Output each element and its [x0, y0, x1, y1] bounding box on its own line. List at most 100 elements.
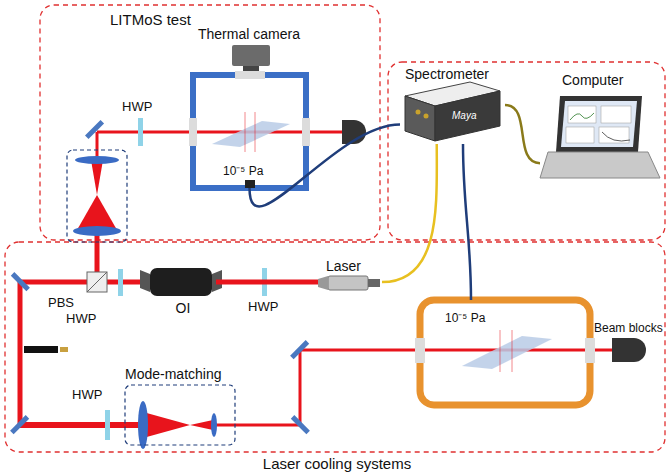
- component-label: Beam blocks: [594, 322, 663, 336]
- illustration-part: [20, 280, 150, 285]
- illustration-part: [87, 272, 107, 292]
- analysis-region: [388, 62, 665, 240]
- illustration-part: [60, 347, 68, 352]
- illustration-part: [299, 350, 302, 425]
- half-wave-plate: [105, 410, 110, 440]
- node-label: Laser cooling systems: [5, 455, 669, 472]
- illustration-part: [140, 270, 150, 292]
- optical-isolator: [150, 268, 212, 296]
- lens: [138, 401, 148, 449]
- region-box: Laser cooling systems OI Laser 10⁻⁵ Pa Mode-…: [5, 242, 669, 472]
- camera-lens: [243, 66, 259, 71]
- fiber-cable: [382, 144, 437, 282]
- chamber-box: 10⁻⁵ Pa: [420, 300, 590, 405]
- illustration-part: [20, 422, 140, 428]
- illustration-part: [190, 420, 213, 430]
- illustration-part: [561, 101, 637, 147]
- mode-matching-group: Mode-matching: [125, 366, 237, 446]
- fiber-port: [245, 180, 255, 188]
- illustration-part: [568, 106, 596, 123]
- fiber-cable: [505, 105, 540, 163]
- pickoff: [24, 346, 58, 353]
- node-label: Thermal camera: [198, 26, 300, 42]
- chamber-box: 10⁻⁵ Pa: [193, 75, 306, 188]
- spectrometer-side: [435, 91, 500, 141]
- vacuum-chamber: [420, 300, 590, 405]
- lens: [75, 156, 119, 164]
- node-label: Laser: [326, 258, 361, 274]
- litmos-region: [40, 5, 380, 240]
- component-label: HWP: [248, 300, 278, 315]
- node-label: LITMoS test: [110, 11, 191, 28]
- camera-label: Thermal camera: [198, 26, 308, 44]
- cooling-region: [5, 242, 665, 452]
- illustration-part: [300, 349, 613, 352]
- illustration-part: [566, 127, 594, 143]
- illustration-part: [368, 279, 380, 287]
- mode-matching-box: [125, 385, 235, 445]
- laser-source: Laser: [318, 258, 382, 294]
- laptop-screen: [556, 96, 642, 152]
- illustration-part: [602, 132, 630, 141]
- illustration-part: [601, 106, 631, 123]
- laser-head: [328, 276, 368, 290]
- beam-block: [612, 338, 646, 362]
- illustration-part: [255, 112, 256, 152]
- node-label: Mode-matching: [125, 366, 222, 382]
- illustration-part: [500, 330, 501, 372]
- fiber-cable: [250, 125, 401, 207]
- laptop-base: [540, 152, 660, 178]
- fiber-cable: [463, 144, 471, 300]
- region-box: LITMoS testThermal camera 10⁻⁵ Pa: [40, 5, 380, 240]
- illustration-part: [95, 232, 100, 272]
- node-label: 10⁻⁵ Pa: [223, 165, 263, 179]
- illustration-part: [18, 282, 23, 425]
- half-wave-plate: [138, 118, 143, 146]
- illustration-part: [599, 127, 629, 143]
- window: [415, 338, 425, 363]
- mirror: [85, 120, 104, 139]
- region-outlines: [5, 5, 665, 452]
- lens: [211, 413, 217, 437]
- illustration-part: [91, 160, 103, 195]
- sample: [462, 336, 552, 369]
- component-label: HWP: [66, 312, 96, 327]
- spectrometer-device: SpectrometerMaya: [400, 66, 505, 144]
- illustration-part: [424, 114, 429, 119]
- node-label: OI: [150, 300, 216, 316]
- laser-beam: [216, 280, 318, 285]
- sample: [212, 121, 290, 147]
- component-label: PBS: [48, 296, 74, 311]
- illustration-part: [570, 113, 594, 120]
- window: [235, 71, 265, 79]
- mirror: [10, 415, 29, 434]
- node-label: 10⁻⁵ Pa: [445, 312, 485, 326]
- component-label: HWP: [122, 100, 152, 115]
- mirror: [291, 415, 310, 434]
- lens: [73, 226, 121, 236]
- half-wave-plate: [118, 269, 123, 296]
- illustration-part: [318, 276, 328, 290]
- polarizing-beam-splitter: [87, 272, 107, 292]
- mirror: [11, 272, 30, 291]
- illustration-part: [512, 330, 513, 372]
- illustration-part: [214, 424, 300, 427]
- illustration-part: [77, 195, 117, 230]
- illustration-part: [96, 132, 99, 160]
- vacuum-chamber: [193, 75, 306, 188]
- thermal-camera: [232, 45, 270, 66]
- component-label: HWP: [72, 388, 102, 403]
- illustration-part: [416, 110, 421, 115]
- window: [302, 118, 310, 146]
- mirror: [290, 340, 309, 359]
- isolator-box: OI: [150, 266, 216, 318]
- window: [585, 338, 595, 363]
- illustration-part: [143, 412, 190, 438]
- window: [189, 118, 197, 146]
- node-label: Spectrometer: [405, 66, 489, 82]
- brand-label: Maya: [452, 110, 476, 122]
- node-label: Computer: [562, 72, 623, 88]
- illustration-part: [245, 112, 246, 152]
